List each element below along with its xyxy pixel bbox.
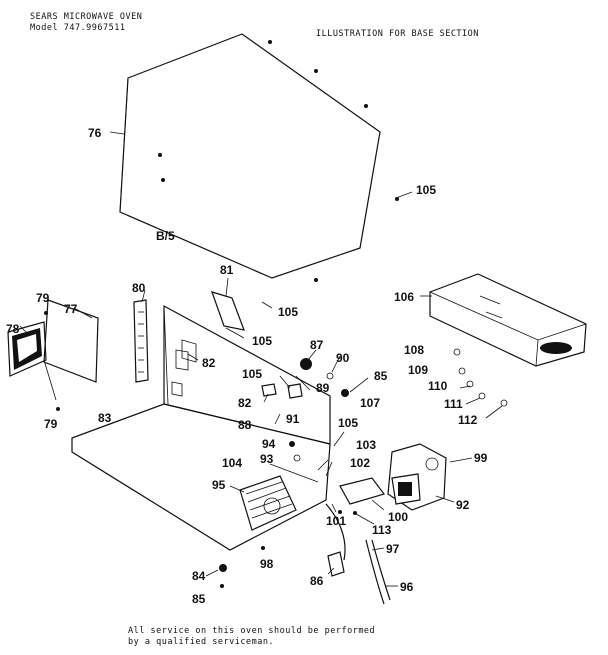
part-label-105: 105 — [338, 416, 358, 430]
part-label-85: 85 — [374, 369, 388, 383]
part-label-103: 103 — [356, 438, 376, 452]
part-label-99: 99 — [474, 451, 488, 465]
part-label-97: 97 — [386, 542, 400, 556]
part-label-82: 82 — [202, 356, 216, 370]
part-label-84: 84 — [192, 569, 206, 583]
door-assembly — [7, 299, 99, 411]
part-label-108: 108 — [404, 343, 424, 357]
header-title-line1: SEARS MICROWAVE OVEN — [30, 12, 143, 22]
part-label-92: 92 — [456, 498, 470, 512]
lamp-assembly-106 — [429, 273, 587, 367]
part-label-91: 91 — [286, 412, 300, 426]
part-label-79: 79 — [44, 417, 58, 431]
part-label-89: 89 — [316, 381, 330, 395]
part-label-85: 85 — [192, 592, 206, 606]
cabinet-cover — [119, 33, 381, 282]
part-label-81: 81 — [220, 263, 234, 277]
part-label-80: 80 — [132, 281, 146, 295]
part-label-102: 102 — [350, 456, 370, 470]
service-note-line1: All service on this oven should be perfo… — [128, 626, 376, 636]
header-title: SEARS MICROWAVE OVEN Model 747.9967511 — [30, 12, 142, 34]
part-labels: 76 105 81 105 80 79 77 78 105 87 82 90 1… — [6, 126, 488, 606]
part-label-110: 110 — [428, 379, 448, 393]
part-label-94: 94 — [262, 437, 276, 451]
part-label-105: 105 — [252, 334, 272, 348]
part-label-90: 90 — [336, 351, 350, 365]
foot-84 — [219, 564, 227, 572]
leader-lines — [19, 289, 503, 587]
part-label-88: 88 — [238, 418, 252, 432]
part-label-111: 111 — [444, 397, 463, 411]
part-label-101: 101 — [326, 514, 346, 528]
part-label-98: 98 — [260, 557, 274, 571]
part-label-76: 76 — [88, 126, 102, 140]
part-label-107: 107 — [360, 396, 380, 410]
part-label-105: 105 — [278, 305, 298, 319]
part-label-109: 109 — [408, 363, 428, 377]
page-code: B/5 — [156, 229, 175, 243]
part-label-105: 105 — [416, 183, 436, 197]
part-label-79: 79 — [36, 291, 50, 305]
thermal-parts — [261, 358, 349, 462]
part-label-112: 112 — [458, 413, 478, 427]
header-title-line2: Model 747.9967511 — [30, 23, 126, 33]
part-label-113: 113 — [372, 523, 392, 537]
part-label-105: 105 — [242, 367, 262, 381]
base-assembly — [71, 304, 331, 551]
service-note-line2: by a qualified serviceman. — [128, 637, 275, 647]
capacitor-100 — [339, 477, 385, 505]
part-label-78: 78 — [6, 322, 20, 336]
illustration-title: ILLUSTRATION FOR BASE SECTION — [316, 29, 479, 39]
part-label-83: 83 — [98, 411, 112, 425]
service-note: All service on this oven should be perfo… — [128, 626, 375, 648]
part-label-104: 104 — [222, 456, 242, 470]
part-label-82: 82 — [238, 396, 252, 410]
fan-motor-95 — [239, 475, 297, 531]
part-label-87: 87 — [310, 338, 324, 352]
small-hardware — [453, 348, 508, 407]
part-label-77: 77 — [64, 302, 78, 316]
part-label-96: 96 — [400, 580, 414, 594]
bracket-81 — [211, 291, 245, 331]
part-label-100: 100 — [388, 510, 408, 524]
part-label-86: 86 — [310, 574, 324, 588]
control-panel-80 — [133, 299, 149, 383]
transformer-99 — [387, 443, 447, 511]
part-label-106: 106 — [394, 290, 414, 304]
part-label-93: 93 — [260, 452, 274, 466]
part-label-95: 95 — [212, 478, 226, 492]
